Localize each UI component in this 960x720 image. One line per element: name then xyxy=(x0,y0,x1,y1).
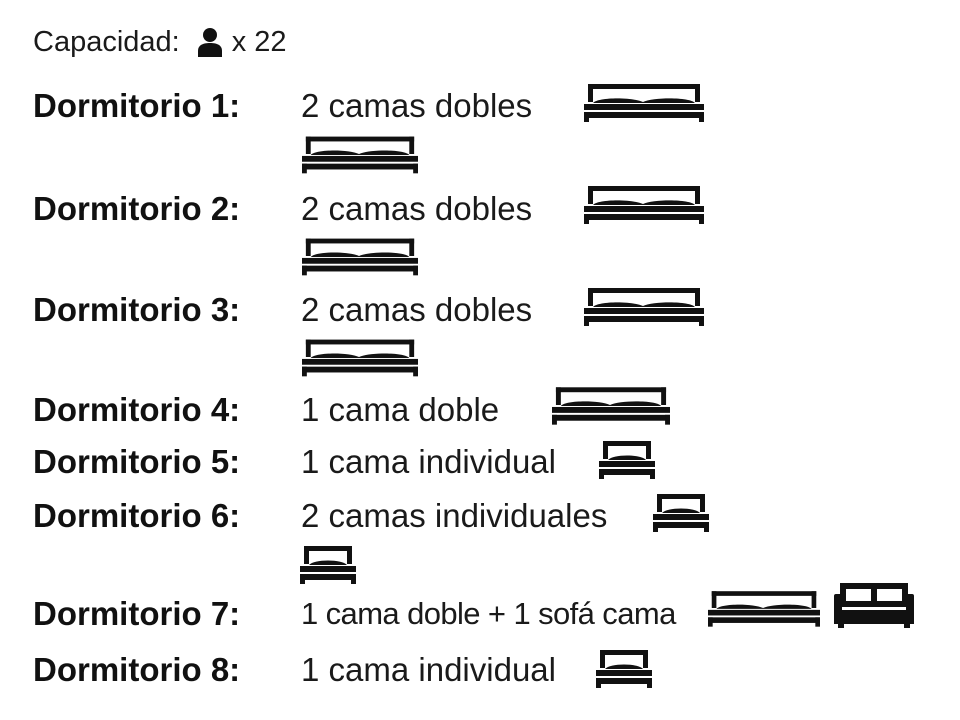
person-icon xyxy=(198,27,222,57)
room-description: 1 cama individual xyxy=(301,651,556,688)
room-row-4: Dormitorio 4: 1 cama doble xyxy=(33,388,499,432)
room-row-8: Dormitorio 8: 1 cama individual xyxy=(33,648,556,692)
sofa-bed-icon xyxy=(834,582,914,628)
room-row-6: Dormitorio 6: 2 camas individuales xyxy=(33,494,607,538)
capacity-label: Capacidad: xyxy=(33,25,180,58)
double-bed-icon xyxy=(302,337,418,377)
capacity-line: Capacidad: x 22 xyxy=(33,22,287,62)
room-row-2: Dormitorio 2: 2 camas dobles xyxy=(33,187,532,231)
room-row-1: Dormitorio 1: 2 camas dobles xyxy=(33,84,532,128)
single-bed-icon xyxy=(596,648,652,688)
room-description: 1 cama doble + 1 sofá cama xyxy=(301,596,676,631)
room-description: 2 camas individuales xyxy=(301,497,608,534)
room-label: Dormitorio 2: xyxy=(33,190,241,227)
room-row-7: Dormitorio 7: 1 cama doble + 1 sofá cama xyxy=(33,592,676,636)
capacity-value: x 22 xyxy=(231,25,287,58)
room-label: Dormitorio 3: xyxy=(33,291,241,328)
room-description: 1 cama individual xyxy=(301,443,556,480)
room-description: 1 cama doble xyxy=(301,391,500,428)
single-bed-icon xyxy=(598,439,656,479)
single-bed-icon xyxy=(652,492,710,532)
double-bed-icon xyxy=(584,286,704,326)
room-label: Dormitorio 1: xyxy=(33,87,241,124)
room-row-5: Dormitorio 5: 1 cama individual xyxy=(33,440,556,484)
room-description: 2 camas dobles xyxy=(301,190,533,227)
room-label: Dormitorio 6: xyxy=(33,497,241,534)
room-label: Dormitorio 4: xyxy=(33,391,241,428)
room-label: Dormitorio 5: xyxy=(33,443,241,480)
room-label: Dormitorio 7: xyxy=(33,595,241,632)
double-bed-icon xyxy=(708,588,820,628)
room-description: 2 camas dobles xyxy=(301,291,533,328)
double-bed-icon xyxy=(302,236,418,276)
double-bed-icon xyxy=(584,82,704,122)
room-description: 2 camas dobles xyxy=(301,87,533,124)
single-bed-icon xyxy=(300,544,356,584)
double-bed-icon xyxy=(552,385,670,425)
double-bed-icon xyxy=(302,134,418,174)
room-row-3: Dormitorio 3: 2 camas dobles xyxy=(33,288,532,332)
room-label: Dormitorio 8: xyxy=(33,651,241,688)
double-bed-icon xyxy=(584,184,704,224)
